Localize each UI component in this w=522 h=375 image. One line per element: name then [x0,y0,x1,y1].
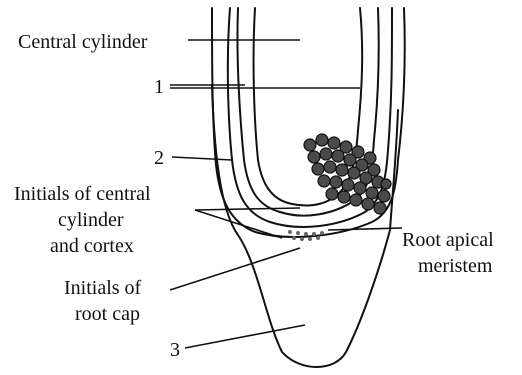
label-3: 3 [170,339,180,361]
label-2: 2 [154,147,164,169]
label-central-cylinder: Central cylinder [18,31,148,53]
meristem-cells [304,134,391,214]
leader-2 [172,157,232,160]
label-initials-central-2: cylinder [58,209,124,231]
leader-3 [185,325,305,348]
label-1: 1 [154,76,164,98]
central-cylinder-outline [254,8,363,205]
leader-initials-rootcap [170,248,300,290]
label-initials-central-1: Initials of central [14,183,151,205]
leader-initials-central-b [195,210,282,238]
label-initials-rootcap-2: root cap [75,303,140,325]
label-root-apical-2: meristem [418,255,493,277]
label-root-apical-1: Root apical [402,229,494,251]
label-initials-rootcap-1: Initials of [64,277,142,299]
label-initials-central-3: and cortex [50,235,134,257]
leader-initials-central-a [195,208,300,210]
